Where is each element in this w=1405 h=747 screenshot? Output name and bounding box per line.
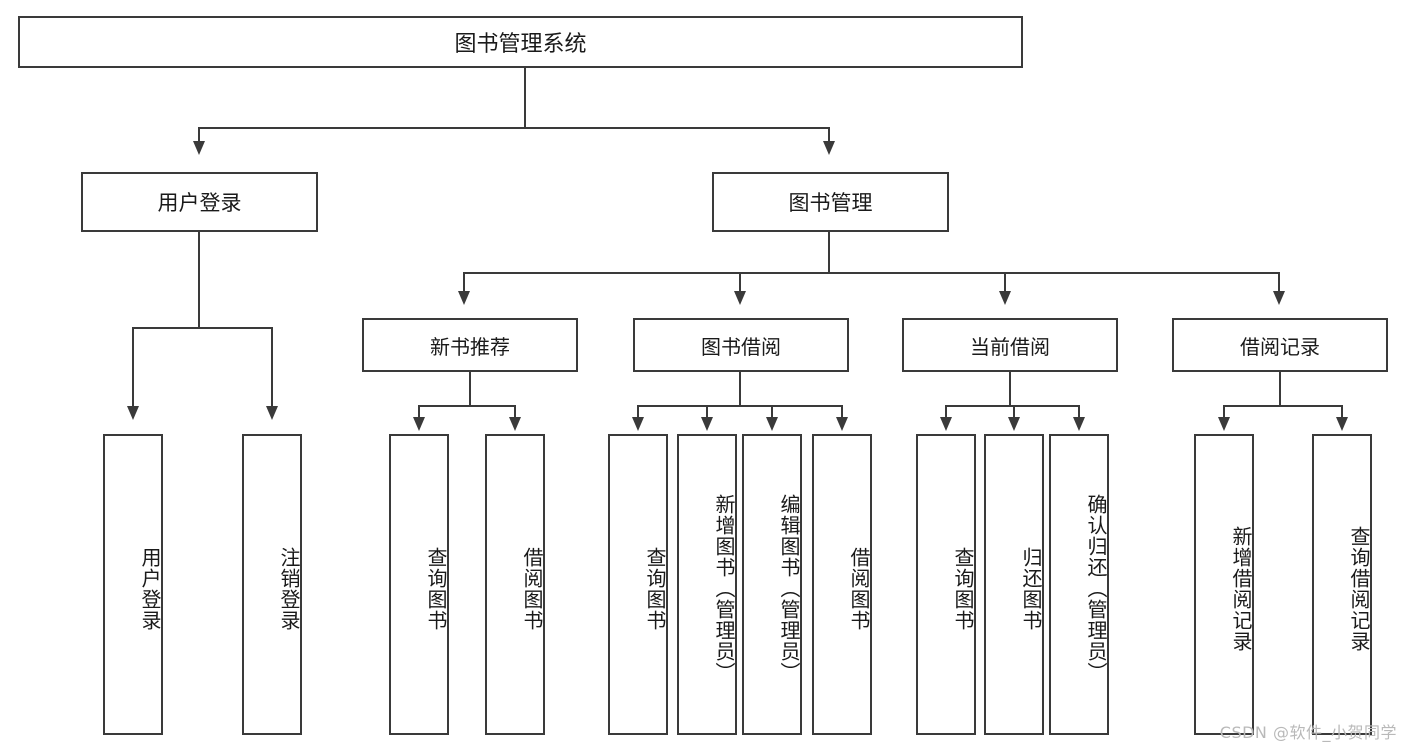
csdn-watermark: CSDN @软件_小贺同学 xyxy=(1219,723,1397,742)
node-user-login[interactable]: 用户登录 xyxy=(81,172,318,232)
edge-bm-to-book-borrow xyxy=(739,272,741,294)
leaf-label: 借阅图书 xyxy=(847,546,871,631)
edge-root-bus xyxy=(198,127,830,129)
node-current-borrow[interactable]: 当前借阅 xyxy=(902,318,1118,372)
edge-user-login-bus xyxy=(132,327,272,329)
arrow-br-to-leaf-1 xyxy=(1218,417,1230,431)
edge-br-stem xyxy=(1279,372,1281,406)
leaf-label: 查询借阅记录 xyxy=(1347,525,1371,652)
leaf-label: 确认归还（管理员） xyxy=(1084,494,1108,683)
edge-bm-to-borrow-record xyxy=(1278,272,1280,294)
edge-book-management-stem xyxy=(828,232,830,273)
node-borrow-record[interactable]: 借阅记录 xyxy=(1172,318,1388,372)
edge-bb-to-leaf-1 xyxy=(637,405,639,419)
arrow-cb-to-leaf-2 xyxy=(1008,417,1020,431)
leaf-logout[interactable]: 注销登录 xyxy=(242,434,302,735)
edge-br-to-leaf-2 xyxy=(1341,405,1343,419)
node-label: 新书推荐 xyxy=(430,334,510,359)
edge-cb-bus xyxy=(945,405,1080,407)
arrow-bb-to-leaf-2 xyxy=(701,417,713,431)
arrow-bm-to-current-borrow xyxy=(999,291,1011,305)
leaf-query-borrow-record[interactable]: 查询借阅记录 xyxy=(1312,434,1372,735)
edge-cb-to-leaf-3 xyxy=(1078,405,1080,419)
node-book-management[interactable]: 图书管理 xyxy=(712,172,949,232)
leaf-add-borrow-record[interactable]: 新增借阅记录 xyxy=(1194,434,1254,735)
edge-cb-stem xyxy=(1009,372,1011,406)
leaf-label: 编辑图书（管理员） xyxy=(777,494,801,683)
leaf-query-book-nbr[interactable]: 查询图书 xyxy=(389,434,449,735)
arrow-user-login-to-leaf-2 xyxy=(266,406,278,420)
arrow-bm-to-borrow-record xyxy=(1273,291,1285,305)
leaf-label: 查询图书 xyxy=(951,546,975,631)
edge-user-login-to-leaf-1 xyxy=(132,327,134,409)
leaf-label: 借阅图书 xyxy=(520,546,544,631)
leaf-label: 注销登录 xyxy=(277,546,301,631)
node-label: 图书借阅 xyxy=(701,334,781,359)
arrow-root-to-book-management xyxy=(823,141,835,155)
leaf-label: 新增借阅记录 xyxy=(1229,525,1253,652)
arrow-nbr-to-leaf-1 xyxy=(413,417,425,431)
edge-user-login-to-leaf-2 xyxy=(271,327,273,409)
edge-nbr-to-leaf-2 xyxy=(514,405,516,419)
arrow-nbr-to-leaf-2 xyxy=(509,417,521,431)
edge-cb-to-leaf-1 xyxy=(945,405,947,419)
leaf-add-book-admin[interactable]: 新增图书（管理员） xyxy=(677,434,737,735)
edge-user-login-stem xyxy=(198,232,200,328)
arrow-bm-to-book-borrow xyxy=(734,291,746,305)
leaf-label: 用户登录 xyxy=(138,546,162,631)
edge-bb-stem xyxy=(739,372,741,406)
arrow-cb-to-leaf-3 xyxy=(1073,417,1085,431)
arrow-user-login-to-leaf-1 xyxy=(127,406,139,420)
edge-root-stem xyxy=(524,68,526,128)
leaf-user-login[interactable]: 用户登录 xyxy=(103,434,163,735)
edge-bm-to-new-book xyxy=(463,272,465,294)
edge-br-to-leaf-1 xyxy=(1223,405,1225,419)
leaf-label: 查询图书 xyxy=(643,546,667,631)
arrow-bm-to-new-book xyxy=(458,291,470,305)
edge-cb-to-leaf-2 xyxy=(1013,405,1015,419)
edge-nbr-to-leaf-1 xyxy=(418,405,420,419)
node-label: 用户登录 xyxy=(157,191,242,215)
leaf-label: 归还图书 xyxy=(1019,546,1043,631)
arrow-root-to-user-login xyxy=(193,141,205,155)
edge-book-management-bus xyxy=(463,272,1279,274)
leaf-borrow-book-nbr[interactable]: 借阅图书 xyxy=(485,434,545,735)
leaf-return-book[interactable]: 归还图书 xyxy=(984,434,1044,735)
edge-bb-to-leaf-2 xyxy=(706,405,708,419)
node-new-book-recommend[interactable]: 新书推荐 xyxy=(362,318,578,372)
node-label: 图书管理系统 xyxy=(454,32,587,57)
edge-bb-to-leaf-4 xyxy=(841,405,843,419)
leaf-query-book-bb[interactable]: 查询图书 xyxy=(608,434,668,735)
arrow-cb-to-leaf-1 xyxy=(940,417,952,431)
edge-nbr-stem xyxy=(469,372,471,406)
arrow-bb-to-leaf-3 xyxy=(766,417,778,431)
leaf-confirm-return-admin[interactable]: 确认归还（管理员） xyxy=(1049,434,1109,735)
arrow-bb-to-leaf-1 xyxy=(632,417,644,431)
arrow-br-to-leaf-2 xyxy=(1336,417,1348,431)
node-label: 借阅记录 xyxy=(1240,334,1320,359)
arrow-bb-to-leaf-4 xyxy=(836,417,848,431)
leaf-label: 新增图书（管理员） xyxy=(712,494,736,683)
node-root-book-management-system[interactable]: 图书管理系统 xyxy=(18,16,1023,68)
node-label: 图书管理 xyxy=(788,191,873,215)
edge-nbr-bus xyxy=(418,405,516,407)
leaf-edit-book-admin[interactable]: 编辑图书（管理员） xyxy=(742,434,802,735)
edge-bm-to-current-borrow xyxy=(1004,272,1006,294)
edge-root-to-user-login xyxy=(198,127,200,144)
leaf-borrow-book-bb[interactable]: 借阅图书 xyxy=(812,434,872,735)
edge-root-to-book-management xyxy=(828,127,830,144)
edge-br-bus xyxy=(1223,405,1342,407)
edge-bb-bus xyxy=(637,405,843,407)
node-label: 当前借阅 xyxy=(970,334,1050,359)
edge-bb-to-leaf-3 xyxy=(771,405,773,419)
node-book-borrow[interactable]: 图书借阅 xyxy=(633,318,849,372)
leaf-label: 查询图书 xyxy=(424,546,448,631)
leaf-query-book-cb[interactable]: 查询图书 xyxy=(916,434,976,735)
